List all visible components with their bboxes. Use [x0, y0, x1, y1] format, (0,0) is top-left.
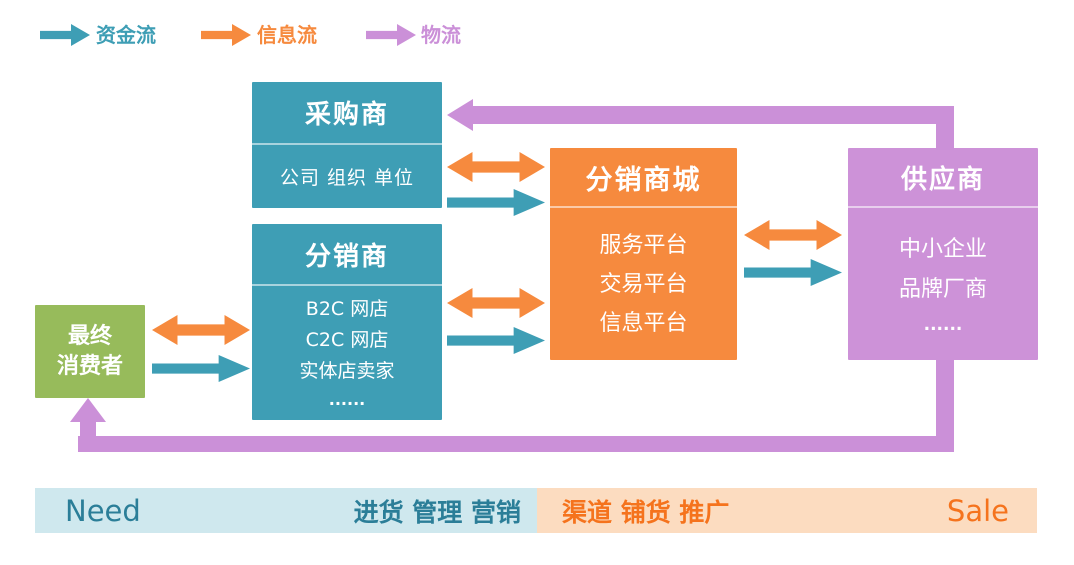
logistics-arrowhead-icon — [70, 398, 106, 422]
supplier-body-line: 中小企业 — [898, 237, 987, 262]
supplier-body-line: ...... — [923, 315, 963, 335]
information-flow-arrow-icon — [744, 220, 842, 250]
mall-body-line: 交易平台 — [599, 271, 688, 297]
sales-process-band: 渠道 铺货 推广 Sale — [537, 488, 1037, 533]
distributor-body-line: B2C 网店 — [305, 297, 389, 320]
demand-process-band: Need 进货 管理 营销 — [35, 488, 537, 533]
distributor-body-line: 实体店卖家 — [299, 359, 395, 382]
distributor-body-line: ...... — [328, 389, 366, 409]
supplier-box: 供应商 中小企业 品牌厂商 ...... — [848, 148, 1038, 360]
capital-flow-arrow-icon — [447, 327, 545, 354]
legend-label-logistics: 物流 — [421, 23, 461, 47]
legend-label-capital-flow: 资金流 — [96, 23, 156, 47]
distributor-box: 分销商 B2C 网店 C2C 网店 实体店卖家 ...... — [252, 224, 442, 420]
consumer-box: 最终 消费者 — [35, 305, 145, 398]
distributor-title: 分销商 — [252, 224, 442, 286]
consumer-title-line: 最终 — [67, 323, 112, 349]
purchaser-body-line: 公司 组织 单位 — [279, 167, 415, 189]
supplier-body-line: 品牌厂商 — [898, 277, 987, 302]
mall-body-line: 信息平台 — [599, 310, 688, 336]
purchaser-title: 采购商 — [252, 82, 442, 145]
logistics-bottom-path — [80, 420, 96, 440]
need-label: Need — [65, 493, 141, 528]
information-flow-arrow-icon — [447, 152, 545, 182]
logistics-top-path — [936, 106, 954, 150]
logistics-arrowhead-icon — [447, 99, 473, 131]
legend-label-information-flow: 信息流 — [257, 23, 317, 47]
distributor-body-line: C2C 网店 — [305, 328, 389, 351]
mall-box: 分销商城 服务平台 交易平台 信息平台 — [550, 148, 737, 360]
mall-body-line: 服务平台 — [599, 232, 688, 258]
capital-flow-arrow-icon — [40, 24, 90, 46]
information-flow-arrow-icon — [152, 315, 250, 345]
logistics-bottom-path — [936, 360, 954, 452]
capital-flow-arrow-icon — [152, 355, 250, 382]
legend: 资金流 信息流 物流 — [0, 0, 1074, 60]
information-flow-arrow-icon — [201, 24, 251, 46]
consumer-title-line: 消费者 — [56, 353, 123, 379]
logistics-bottom-path — [78, 436, 954, 452]
logistics-flow-arrow-icon — [366, 24, 416, 46]
sale-label: Sale — [946, 493, 1009, 528]
purchase-manage-marketing-label: 进货 管理 营销 — [353, 497, 521, 527]
mall-title: 分销商城 — [550, 148, 737, 208]
supplier-title: 供应商 — [848, 148, 1038, 208]
capital-flow-arrow-icon — [744, 259, 842, 286]
channel-stocking-promotion-label: 渠道 铺货 推广 — [562, 497, 730, 527]
information-flow-arrow-icon — [447, 288, 545, 318]
logistics-top-path — [471, 106, 954, 124]
capital-flow-arrow-icon — [447, 189, 545, 216]
purchaser-box: 采购商 公司 组织 单位 — [252, 82, 442, 208]
